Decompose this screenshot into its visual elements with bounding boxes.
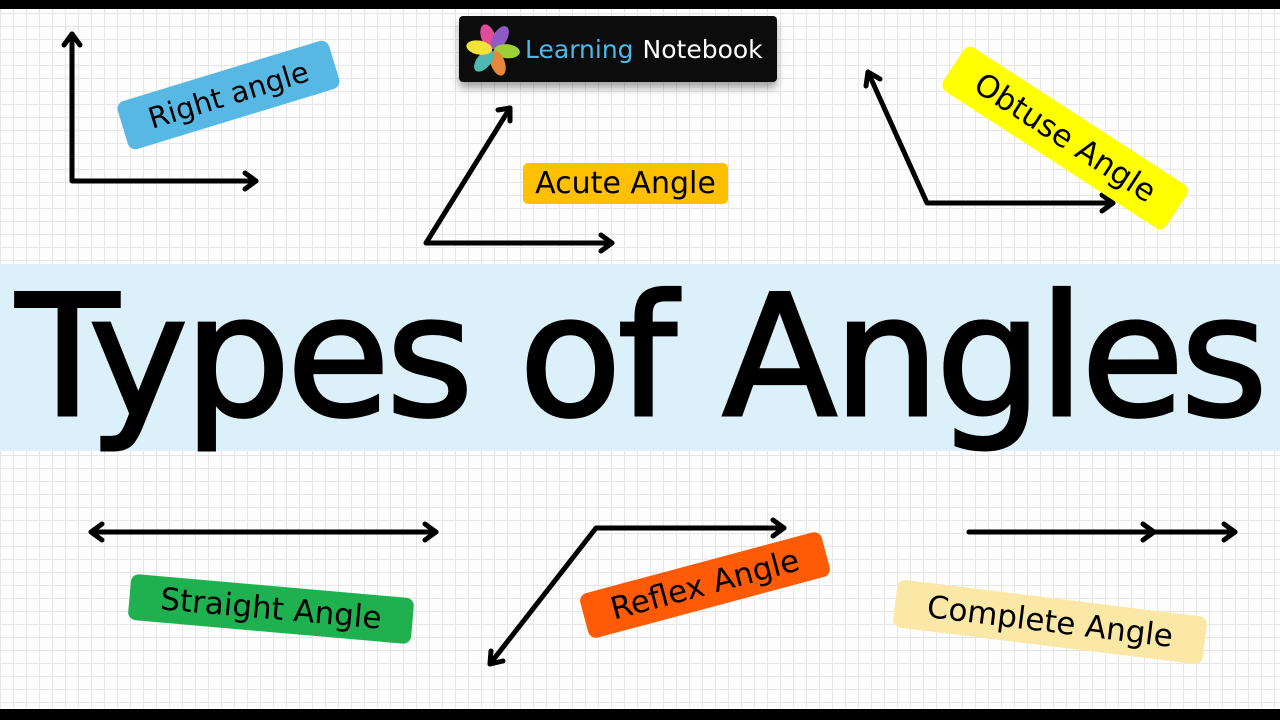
page-title: Types of Angles	[15, 259, 1270, 455]
title-band	[0, 264, 1280, 451]
label-acute-angle: Acute Angle	[523, 163, 728, 204]
top-letterbox-bar	[0, 0, 1280, 9]
logo-word-notebook: Notebook	[642, 34, 763, 64]
bottom-letterbox-bar	[0, 709, 1280, 720]
pinwheel-flower-logo-icon	[466, 24, 520, 76]
learning-notebook-logo: Learning Notebook	[459, 16, 777, 82]
logo-word-learning: Learning	[525, 34, 634, 64]
